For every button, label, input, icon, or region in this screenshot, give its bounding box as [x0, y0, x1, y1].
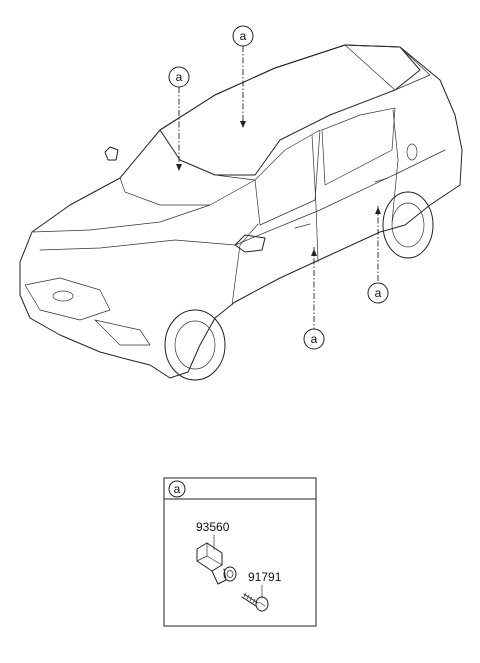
callout-windshield-label: a: [176, 70, 183, 84]
part-number-93560: 93560: [196, 520, 230, 534]
callout-leaders: [176, 46, 381, 329]
callout-roof-label: a: [240, 29, 247, 43]
callout-windshield[interactable]: a: [168, 66, 190, 88]
callout-front-door[interactable]: a: [303, 328, 325, 350]
callout-front-door-label: a: [311, 332, 318, 346]
callout-rear-door-label: a: [375, 286, 382, 300]
car-illustration: [19, 44, 463, 381]
callout-rear-door[interactable]: a: [367, 282, 389, 304]
sensor-icon: [196, 542, 237, 585]
screw-icon: [241, 592, 269, 612]
detail-box: a 93560 91791: [163, 477, 317, 627]
part-91791[interactable]: 91791: [241, 570, 282, 612]
part-93560[interactable]: 93560: [196, 520, 237, 585]
part-number-91791: 91791: [248, 570, 282, 584]
callout-roof[interactable]: a: [232, 25, 254, 47]
detail-box-header: a: [168, 480, 186, 498]
detail-box-header-label: a: [174, 482, 181, 496]
